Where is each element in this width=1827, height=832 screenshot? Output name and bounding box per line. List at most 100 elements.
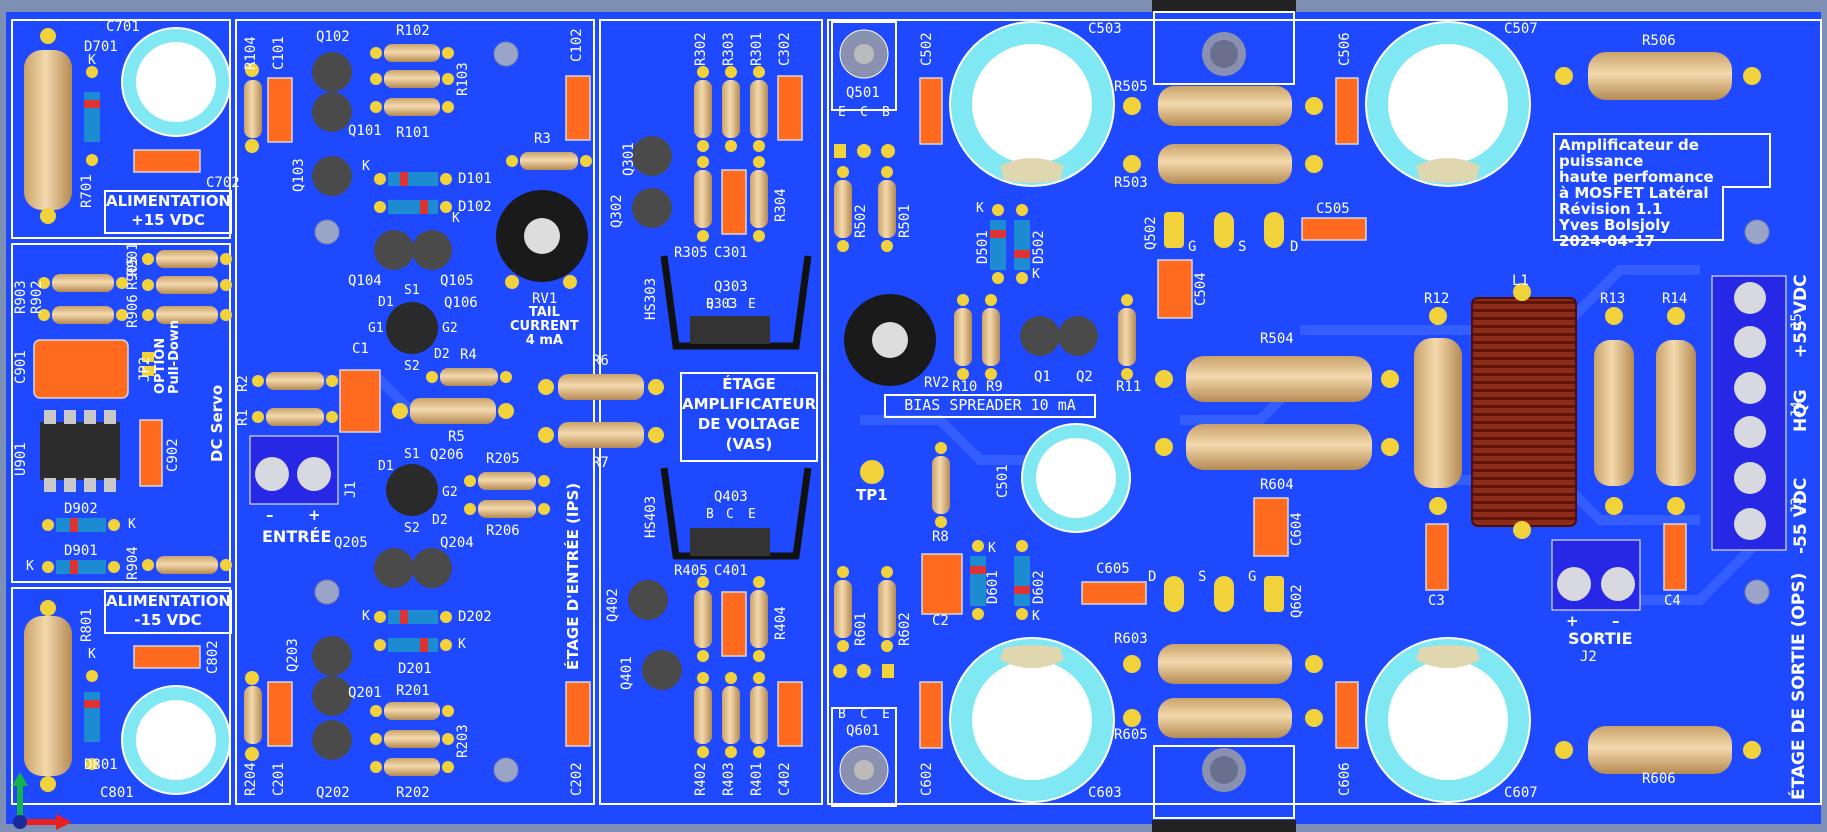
ref-d102: D102 xyxy=(458,199,492,215)
ref-hs403: HS403 xyxy=(643,495,659,538)
ref-r104: R104 xyxy=(243,36,259,70)
ref-c2: C2 xyxy=(932,613,949,629)
ref-c401: C401 xyxy=(714,563,748,579)
ref-q104: Q104 xyxy=(348,273,382,289)
ref-q106: Q106 xyxy=(444,295,478,311)
ref-r906: R906 xyxy=(125,294,141,328)
ref-j5: J5 xyxy=(1789,313,1805,330)
ref-d902: D902 xyxy=(64,501,98,517)
ref-r801: R801 xyxy=(79,608,95,642)
pin-q601-c: C xyxy=(860,707,868,722)
ref-r604: R604 xyxy=(1260,477,1294,493)
ref-c802: C802 xyxy=(205,640,221,674)
ref-q401: Q401 xyxy=(619,656,635,690)
ref-c505: C505 xyxy=(1316,201,1350,217)
ref-r605: R605 xyxy=(1114,727,1148,743)
pin-q501-c: C xyxy=(860,105,868,120)
ref-jp2: JP2 xyxy=(137,356,153,382)
ref-r601: R601 xyxy=(853,612,869,646)
ref-c603: C603 xyxy=(1088,785,1122,801)
ref-r303: R303 xyxy=(721,32,737,66)
ref-u901: U901 xyxy=(13,442,29,476)
pin-q106-d2: D2 xyxy=(434,347,450,362)
ref-q402: Q402 xyxy=(605,588,621,622)
ref-d202: D202 xyxy=(458,609,492,625)
pin-q601-b: B xyxy=(838,707,846,722)
ref-r2: R2 xyxy=(235,375,251,392)
dc-servo-label: DC Servo xyxy=(208,384,226,462)
pin-d801-k: K xyxy=(88,647,96,662)
ref-r203: R203 xyxy=(455,724,471,758)
pin-q602-d: D xyxy=(1148,569,1157,585)
ref-q202: Q202 xyxy=(316,785,350,801)
ref-c604: C604 xyxy=(1289,512,1305,546)
ref-j1: J1 xyxy=(343,481,359,498)
ref-q101: Q101 xyxy=(348,123,382,139)
ref-r302: R302 xyxy=(693,32,709,66)
pin-d501-k: K xyxy=(976,201,984,216)
ref-q302: Q302 xyxy=(609,194,625,228)
pin-q106-s1: S1 xyxy=(404,283,420,298)
ref-r301: R301 xyxy=(749,32,765,66)
ref-d601: D601 xyxy=(985,570,1001,604)
ref-r103: R103 xyxy=(455,62,471,96)
ref-c606: C606 xyxy=(1337,762,1353,796)
ref-r701: R701 xyxy=(79,174,95,208)
ref-q501: Q501 xyxy=(846,85,880,101)
ref-r6: R6 xyxy=(592,353,609,369)
ref-r202: R202 xyxy=(396,785,430,801)
ref-d101: D101 xyxy=(458,171,492,187)
ref-c1: C1 xyxy=(352,341,369,357)
ref-q103: Q103 xyxy=(291,158,307,192)
pin-q206-s1: S1 xyxy=(404,447,420,462)
pin-j2-minus: – xyxy=(1612,612,1620,630)
ref-c503: C503 xyxy=(1088,21,1122,37)
pin-q106-g1: G1 xyxy=(368,321,384,336)
ref-q105: Q105 xyxy=(440,273,474,289)
ref-q102: Q102 xyxy=(316,29,350,45)
title-line-3: à MOSFET Latéral xyxy=(1559,184,1709,202)
title-line-6: 2024-04-17 xyxy=(1559,232,1655,250)
ref-r11: R11 xyxy=(1116,379,1142,395)
ref-q303: Q303 xyxy=(714,279,748,295)
ref-c504: C504 xyxy=(1193,272,1209,306)
ref-q502: Q502 xyxy=(1143,216,1159,250)
ref-c102: C102 xyxy=(569,28,585,62)
pin-d502-k: K xyxy=(1032,267,1040,282)
ips-label: ÉTAGE D'ENTRÉE (IPS) xyxy=(564,482,582,670)
ref-r902: R902 xyxy=(29,280,45,314)
ref-d201: D201 xyxy=(398,661,432,677)
psu-neg-label: ALIMENTATION -15 VDC xyxy=(104,590,232,634)
ref-r602: R602 xyxy=(897,612,913,646)
ref-j2: J2 xyxy=(1580,649,1597,665)
ref-q205: Q205 xyxy=(334,535,368,551)
ref-r304: R304 xyxy=(773,188,789,222)
ref-r305: R305 xyxy=(674,245,708,261)
ref-c902: C902 xyxy=(165,438,181,472)
ref-c301: C301 xyxy=(714,245,748,261)
ref-q1: Q1 xyxy=(1034,369,1051,385)
ref-d701: D701 xyxy=(84,39,118,55)
ref-c901: C901 xyxy=(13,350,29,384)
title-line-2: haute perfomance xyxy=(1559,168,1714,186)
ref-q601: Q601 xyxy=(846,723,880,739)
ref-r1: R1 xyxy=(235,409,251,426)
ref-j3: J3 xyxy=(1789,497,1805,514)
pin-q501-b: B xyxy=(882,105,890,120)
ref-d502: D502 xyxy=(1031,230,1047,264)
pin-q501-e: E xyxy=(838,105,846,120)
ref-r901: R901 xyxy=(125,242,141,276)
pin-d902-k: K xyxy=(128,517,136,532)
ref-c302: C302 xyxy=(777,32,793,66)
ref-c507: C507 xyxy=(1504,21,1538,37)
ref-rv2: RV2 xyxy=(924,375,950,391)
pin-q502-g: G xyxy=(1188,239,1197,255)
pin-j1-minus: – xyxy=(266,506,274,524)
entree-label: ENTRÉE xyxy=(262,527,332,546)
ref-c201: C201 xyxy=(271,762,287,796)
ref-c607: C607 xyxy=(1504,785,1538,801)
ref-r903: R903 xyxy=(13,280,29,314)
ref-q403: Q403 xyxy=(714,489,748,505)
